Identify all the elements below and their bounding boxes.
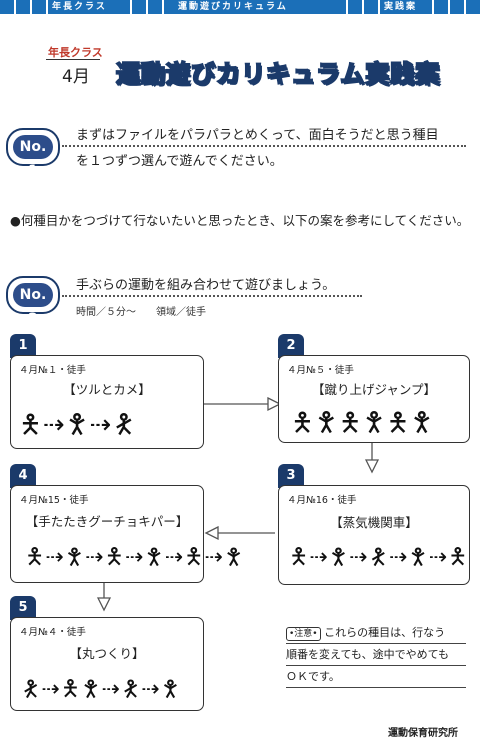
exercise-figures-icon: 🯅⇢🯆⇢🯅⇢🯆⇢🯅⇢🯆 (25, 545, 245, 570)
step-box-5: ４月№４・徒手 【丸つくり】 🯇⇢🯅🯆⇢🯇⇢🯆 (10, 617, 204, 711)
step-box-4: ４月№15・徒手 【手たたきグーチョキパー】 🯅⇢🯆⇢🯅⇢🯆⇢🯅⇢🯆 (10, 485, 243, 583)
caution-note: •注意• これらの種目は、行なう 順番を変えても、途中でやめても ＯＫです。 (286, 622, 466, 688)
exercise-figures-icon: 🯅⇢🯆⇢🯇⇢🯆⇢🯅 (289, 545, 469, 570)
step-box-3: ４月№16・徒手 【蒸気機関車】 🯅⇢🯆⇢🯇⇢🯆⇢🯅 (278, 485, 470, 585)
no2-dotted-line (62, 295, 362, 297)
no1-text-line1: まずはファイルをパラパラとめくって、面白そうだと思う種目 (76, 128, 439, 143)
step-label: ４月№５・徒手 (287, 365, 354, 376)
no2-text: 手ぶらの運動を組み合わせて遊びましょう。 (76, 278, 336, 293)
no1-dotted-line (62, 145, 466, 147)
month-label: 4月 (62, 67, 90, 87)
step-label: ４月№４・徒手 (19, 627, 86, 638)
class-underline (46, 59, 100, 60)
step-label: ４月№16・徒手 (287, 495, 357, 506)
exercise-figures-icon: 🯅🯆🯅🯆🯅🯆 (291, 408, 435, 438)
step-number-1: 1 (10, 334, 36, 358)
footer-credit: 運動保育研究所 (388, 728, 458, 739)
caution-line3: ＯＫです。 (286, 670, 340, 683)
step-label: ４月№１・徒手 (19, 365, 86, 376)
step-number-4: 4 (10, 464, 36, 488)
caution-line1: これらの種目は、行なう (324, 626, 446, 639)
step-name: 【手たたきグーチョキパー】 (25, 514, 189, 529)
no1-text-line2: を１つずつ選んで遊んでください。 (76, 154, 283, 169)
time-label: 時間／５分〜 (76, 307, 136, 318)
no1-badge: No. 1 (6, 128, 60, 179)
notice-text: ●何種目かをつづけて行ないたいと思ったとき、以下の案を参考にしてください。 (10, 213, 470, 228)
step-number-5: 5 (10, 596, 36, 620)
step-name: 【ツルとカメ】 (63, 382, 151, 397)
step-name: 【丸つくり】 (69, 646, 145, 661)
step-name: 【蹴り上げジャンプ】 (311, 382, 436, 397)
step-box-1: ４月№１・徒手 【ツルとカメ】 🯅⇢🯆⇢🯇 (10, 355, 204, 449)
step-label: ４月№15・徒手 (19, 495, 89, 506)
step-box-2: ４月№５・徒手 【蹴り上げジャンプ】 🯅🯆🯅🯆🯅🯆 (278, 355, 470, 443)
banner-class: 年長クラス (52, 2, 107, 12)
step-name: 【蒸気機関車】 (330, 515, 418, 530)
banner-curriculum: 運動遊びカリキュラム (178, 2, 288, 12)
step-number-3: 3 (278, 464, 304, 488)
area-label: 領域／徒手 (156, 307, 206, 318)
no2-badge-label: No. 2 (13, 283, 53, 327)
class-label: 年長クラス (48, 46, 103, 59)
caution-tag: •注意• (286, 627, 321, 641)
page-title: 運動遊びカリキュラム実践案 (115, 59, 441, 89)
step-number-2: 2 (278, 334, 304, 358)
exercise-figures-icon: 🯇⇢🯅🯆⇢🯇⇢🯆 (21, 677, 182, 702)
no1-badge-label: No. 1 (13, 135, 53, 179)
top-banner: 年長クラス 運動遊びカリキュラム 実践案 (0, 0, 480, 14)
banner-practice: 実践案 (384, 2, 418, 12)
no2-badge: No. 2 (6, 276, 60, 327)
caution-line2: 順番を変えても、途中でやめても (286, 648, 450, 661)
exercise-figures-icon: 🯅⇢🯆⇢🯇 (19, 410, 137, 440)
